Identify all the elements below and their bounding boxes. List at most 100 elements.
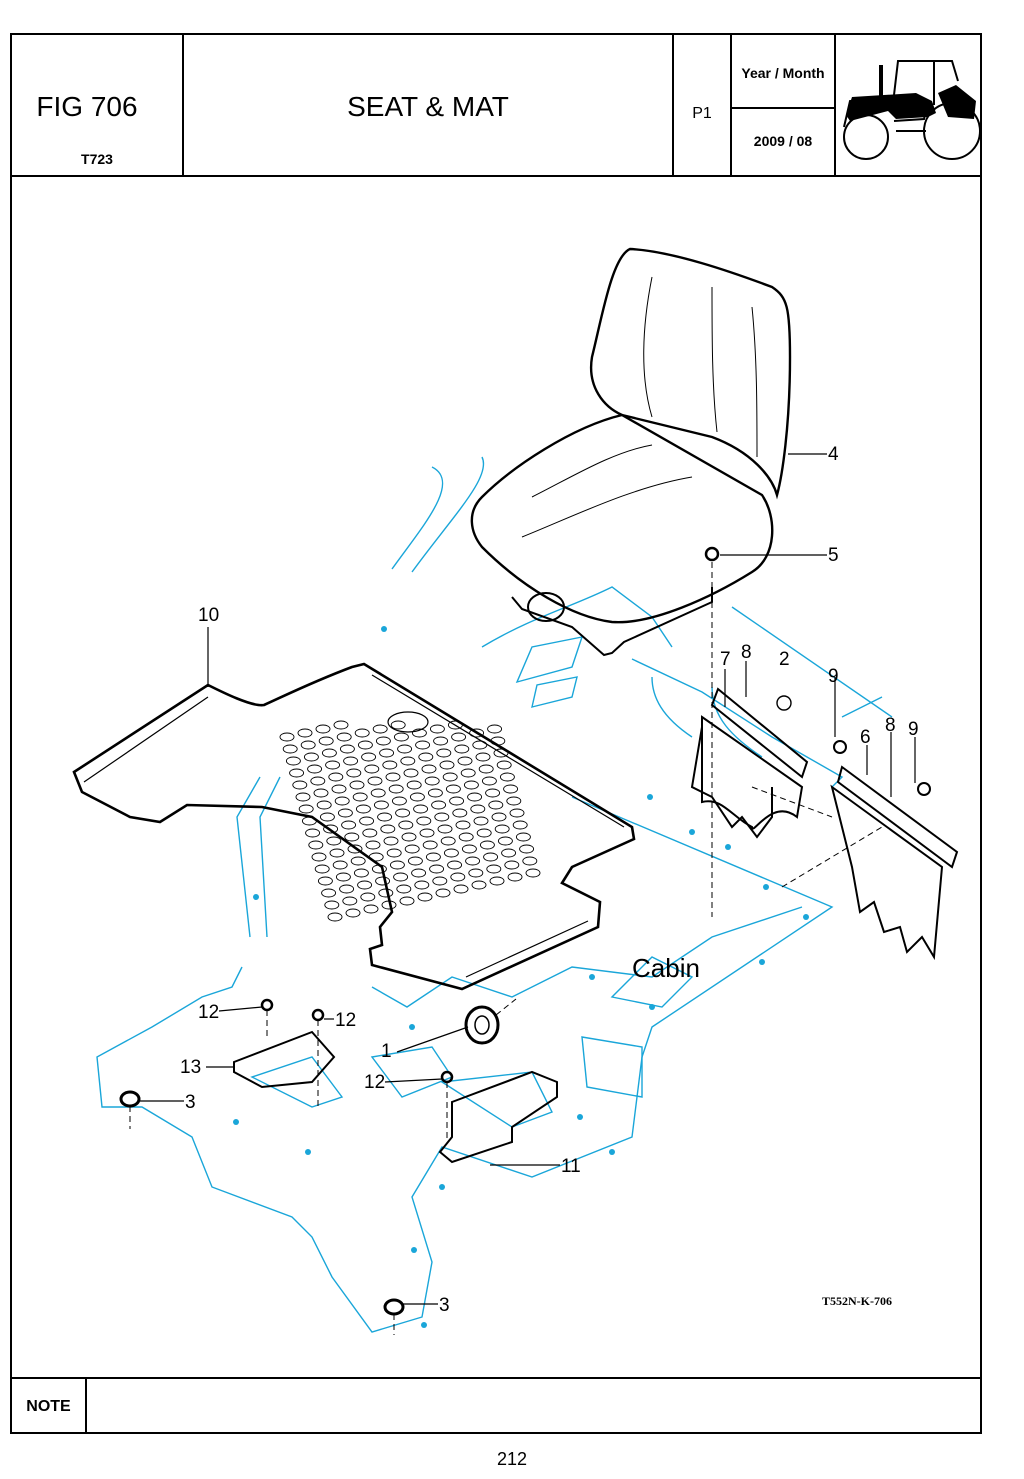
page-title: SEAT & MAT — [347, 91, 509, 122]
mat-dot — [339, 744, 355, 754]
mat-dot — [493, 748, 509, 758]
mat-dot — [470, 804, 486, 814]
mat-dot — [397, 744, 413, 754]
mat-dot — [463, 780, 479, 790]
assembly-lines — [129, 562, 883, 1335]
mat-dot — [375, 736, 391, 746]
mat-dot — [416, 816, 432, 826]
callouts: 1 2 3 3 4 5 6 7 8 8 9 9 10 11 12 12 12 1… — [180, 444, 919, 1316]
callout-6: 6 — [860, 727, 871, 748]
mat-dot — [451, 732, 467, 742]
mat-dot — [357, 880, 373, 890]
mat-dot — [436, 748, 452, 758]
title-cell: SEAT & MAT — [184, 35, 674, 175]
figure-number: FIG 706 — [36, 91, 138, 122]
frame-holes — [233, 626, 809, 1328]
cabin-frame — [96, 456, 893, 1333]
mat-dot — [365, 840, 381, 850]
mat-dot — [390, 720, 406, 730]
mat-dot — [292, 780, 308, 790]
mat-dot — [434, 812, 450, 822]
figure-cell: FIG 706 T723 — [12, 35, 184, 175]
mat-dot — [501, 848, 517, 858]
callout-9b: 9 — [908, 719, 919, 740]
mat-dot — [450, 872, 466, 882]
callout-12a: 12 — [198, 1002, 219, 1023]
mat-dot — [343, 756, 359, 766]
mat-dot — [371, 864, 387, 874]
mat-dot — [525, 868, 541, 878]
mat-dot — [519, 844, 535, 854]
callout-5: 5 — [828, 545, 839, 566]
mat-dot — [432, 876, 448, 886]
mat-dot — [413, 804, 429, 814]
mat-dot — [327, 912, 343, 922]
mat-dot — [485, 788, 501, 798]
mat-dot — [506, 796, 522, 806]
mat-dot — [409, 792, 425, 802]
mat-dot — [334, 796, 350, 806]
mat-dot — [285, 756, 301, 766]
mat-dot — [414, 880, 430, 890]
mat-dot — [419, 828, 435, 838]
mat-dot — [522, 856, 538, 866]
mat-dot — [295, 792, 311, 802]
mat-dot — [318, 736, 334, 746]
cabin-label: Cabin — [632, 953, 700, 983]
mat-dot — [393, 872, 409, 882]
mat-dot — [359, 816, 375, 826]
callout-3b: 3 — [439, 1295, 450, 1316]
mat-dot — [341, 820, 357, 830]
mat-dot — [350, 856, 366, 866]
mat-dot — [337, 808, 353, 818]
callout-11: 11 — [561, 1156, 581, 1177]
mat-dot — [460, 768, 476, 778]
mat-dot — [381, 900, 397, 910]
mat-dot — [329, 848, 345, 858]
mat-dot — [407, 856, 423, 866]
mat-dot — [429, 864, 445, 874]
mat-dot — [401, 832, 417, 842]
mat-dot — [314, 864, 330, 874]
tractor-icon — [843, 60, 981, 160]
mat-dot — [447, 860, 463, 870]
mat-dot — [483, 852, 499, 862]
mat-dot — [400, 756, 416, 766]
mat-dot — [507, 872, 523, 882]
callout-4: 4 — [828, 444, 839, 465]
mat-dot — [496, 760, 512, 770]
mat-dot — [472, 740, 488, 750]
mat-dot — [367, 776, 383, 786]
mat-dot — [445, 784, 461, 794]
mat-dot — [347, 844, 363, 854]
mat-dot — [425, 852, 441, 862]
mat-dot — [404, 844, 420, 854]
mat-dot — [417, 892, 433, 902]
mat-dot — [368, 852, 384, 862]
mat-dot — [471, 880, 487, 890]
mat-dot — [297, 728, 313, 738]
mat-dot — [421, 764, 437, 774]
mat-dot — [388, 784, 404, 794]
leader-lines — [140, 453, 916, 1305]
mat-dot — [331, 784, 347, 794]
mat-dot — [372, 724, 388, 734]
mat-dot — [289, 768, 305, 778]
mat-dot — [323, 824, 339, 834]
mat-dot — [431, 800, 447, 810]
mat-dot — [458, 832, 474, 842]
model-code: T723 — [81, 151, 113, 167]
mat-dot — [427, 788, 443, 798]
mat-dot — [415, 740, 431, 750]
mat-dot — [352, 792, 368, 802]
mat-dot — [476, 828, 492, 838]
mat-dot — [491, 812, 507, 822]
mat-dot — [354, 728, 370, 738]
parts-diagram: 1 2 3 3 4 5 6 7 8 8 9 9 10 11 12 12 12 1… — [12, 177, 980, 1377]
mat-dot — [370, 788, 386, 798]
mat-dot — [515, 832, 531, 842]
mat-dot — [447, 720, 463, 730]
mat-dot — [361, 752, 377, 762]
tractor-cell — [836, 35, 981, 175]
mat-dot — [321, 748, 337, 758]
